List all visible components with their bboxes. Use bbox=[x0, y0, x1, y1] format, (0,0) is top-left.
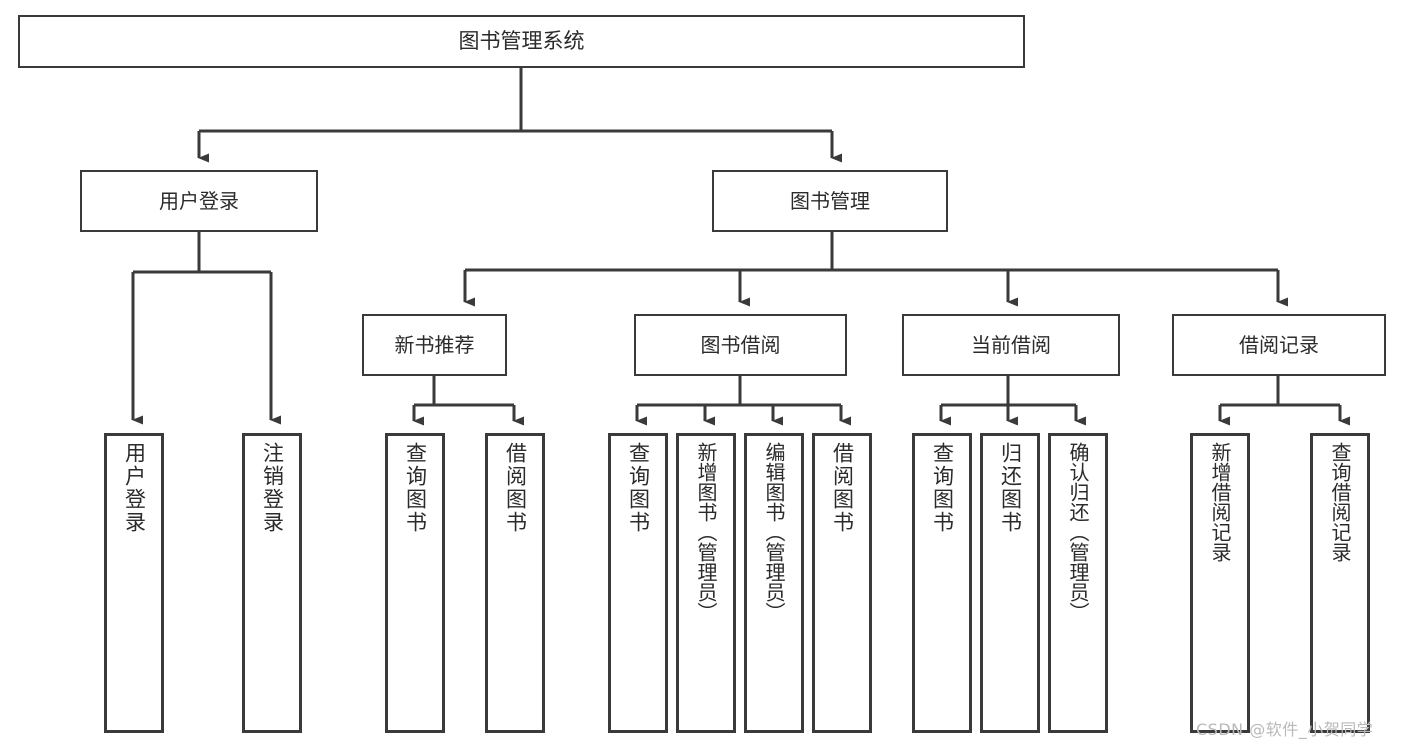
node-label: 注销登录 bbox=[260, 442, 285, 534]
node-label: 编辑图书（管理员） bbox=[762, 442, 786, 622]
node-label: 当前借阅 bbox=[971, 332, 1051, 357]
leaf-user-login-login[interactable]: 用户登录 bbox=[104, 433, 164, 733]
node-label: 新增图书（管理员） bbox=[694, 442, 718, 622]
node-label: 查询借阅记录 bbox=[1328, 442, 1352, 562]
node-label: 查询图书 bbox=[403, 442, 428, 534]
node-root-system[interactable]: 图书管理系统 bbox=[18, 15, 1025, 68]
node-label: 归还图书 bbox=[998, 442, 1023, 534]
node-label: 查询图书 bbox=[626, 442, 651, 534]
node-label: 图书借阅 bbox=[700, 332, 781, 357]
node-label: 新书推荐 bbox=[394, 332, 475, 357]
watermark-text: CSDN @软件_小贺同学 bbox=[1196, 720, 1374, 739]
node-label: 新增借阅记录 bbox=[1208, 442, 1232, 562]
leaf-recommend-query-book[interactable]: 查询图书 bbox=[385, 433, 445, 733]
node-label: 用户登录 bbox=[122, 442, 147, 534]
leaf-recommend-borrow-book[interactable]: 借阅图书 bbox=[485, 433, 545, 733]
node-borrow-record[interactable]: 借阅记录 bbox=[1172, 314, 1386, 376]
leaf-record-query-record[interactable]: 查询借阅记录 bbox=[1310, 433, 1370, 733]
node-label: 图书管理系统 bbox=[458, 28, 585, 53]
leaf-current-confirm-return-admin[interactable]: 确认归还（管理员） bbox=[1048, 433, 1108, 733]
node-label: 查询图书 bbox=[930, 442, 955, 534]
leaf-current-return-book[interactable]: 归还图书 bbox=[980, 433, 1040, 733]
leaf-borrow-borrow-book[interactable]: 借阅图书 bbox=[812, 433, 872, 733]
node-label: 借阅记录 bbox=[1239, 332, 1319, 357]
leaf-borrow-add-book-admin[interactable]: 新增图书（管理员） bbox=[676, 433, 736, 733]
node-label: 确认归还（管理员） bbox=[1066, 442, 1090, 622]
node-user-login[interactable]: 用户登录 bbox=[80, 170, 318, 232]
node-label: 借阅图书 bbox=[503, 442, 528, 534]
node-current-borrow[interactable]: 当前借阅 bbox=[902, 314, 1120, 376]
leaf-record-add-record[interactable]: 新增借阅记录 bbox=[1190, 433, 1250, 733]
node-book-management[interactable]: 图书管理 bbox=[712, 170, 948, 232]
node-label: 借阅图书 bbox=[830, 442, 855, 534]
leaf-borrow-edit-book-admin[interactable]: 编辑图书（管理员） bbox=[744, 433, 804, 733]
node-new-book-recommend[interactable]: 新书推荐 bbox=[362, 314, 507, 376]
node-book-borrow[interactable]: 图书借阅 bbox=[634, 314, 847, 376]
node-label: 图书管理 bbox=[790, 188, 870, 213]
node-label: 用户登录 bbox=[159, 188, 239, 213]
leaf-borrow-query-book[interactable]: 查询图书 bbox=[608, 433, 668, 733]
leaf-user-login-logout[interactable]: 注销登录 bbox=[242, 433, 302, 733]
leaf-current-query-book[interactable]: 查询图书 bbox=[912, 433, 972, 733]
